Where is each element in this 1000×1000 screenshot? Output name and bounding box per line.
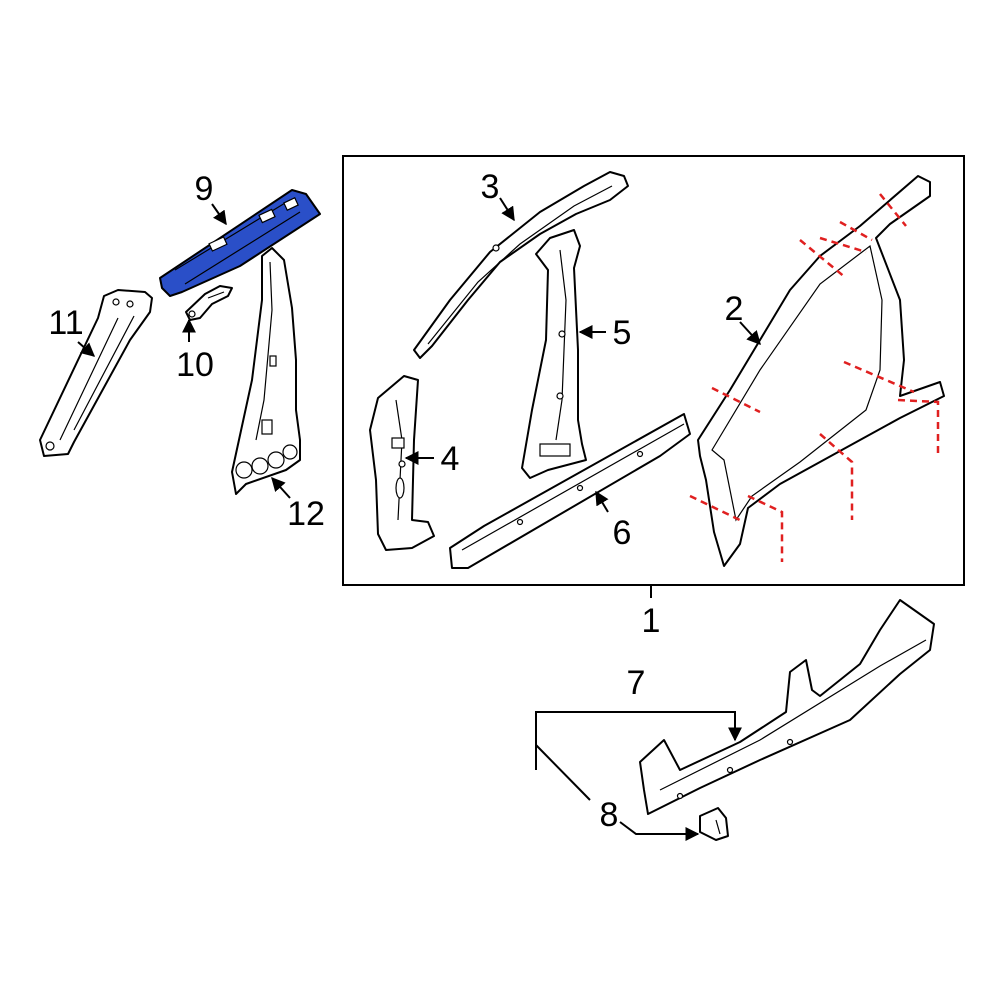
cut-lines: [689, 193, 940, 562]
callout-8: 8: [600, 796, 619, 834]
callout-3: 3: [481, 168, 500, 206]
part-12-pillar[interactable]: [231, 247, 301, 495]
callout-10: 10: [176, 346, 214, 384]
part-5-center-pillar[interactable]: [521, 229, 587, 479]
assembly-frame: [342, 155, 965, 586]
part-3-roof-rail[interactable]: [413, 171, 629, 359]
part-4-hinge-pillar[interactable]: [369, 375, 435, 551]
part-8-bracket[interactable]: [699, 807, 729, 841]
callout-1: 1: [642, 602, 661, 640]
callout-4: 4: [441, 440, 460, 478]
callout-5: 5: [613, 314, 632, 352]
callout-6: 6: [613, 514, 632, 552]
callout-2: 2: [725, 290, 744, 328]
part-11-pillar[interactable]: [39, 289, 153, 457]
leader-lines: [77, 197, 761, 841]
callout-7: 7: [627, 664, 646, 702]
callout-12: 12: [287, 495, 325, 533]
part-9-reinforcement[interactable]: [159, 189, 321, 297]
part-10-bracket[interactable]: [185, 285, 233, 321]
part-7-rocker-outer[interactable]: [639, 599, 935, 815]
part-6-rocker[interactable]: [449, 413, 691, 569]
callout-11: 11: [48, 304, 83, 342]
callout-9: 9: [195, 170, 214, 208]
part-2-side-outer[interactable]: [697, 175, 945, 567]
